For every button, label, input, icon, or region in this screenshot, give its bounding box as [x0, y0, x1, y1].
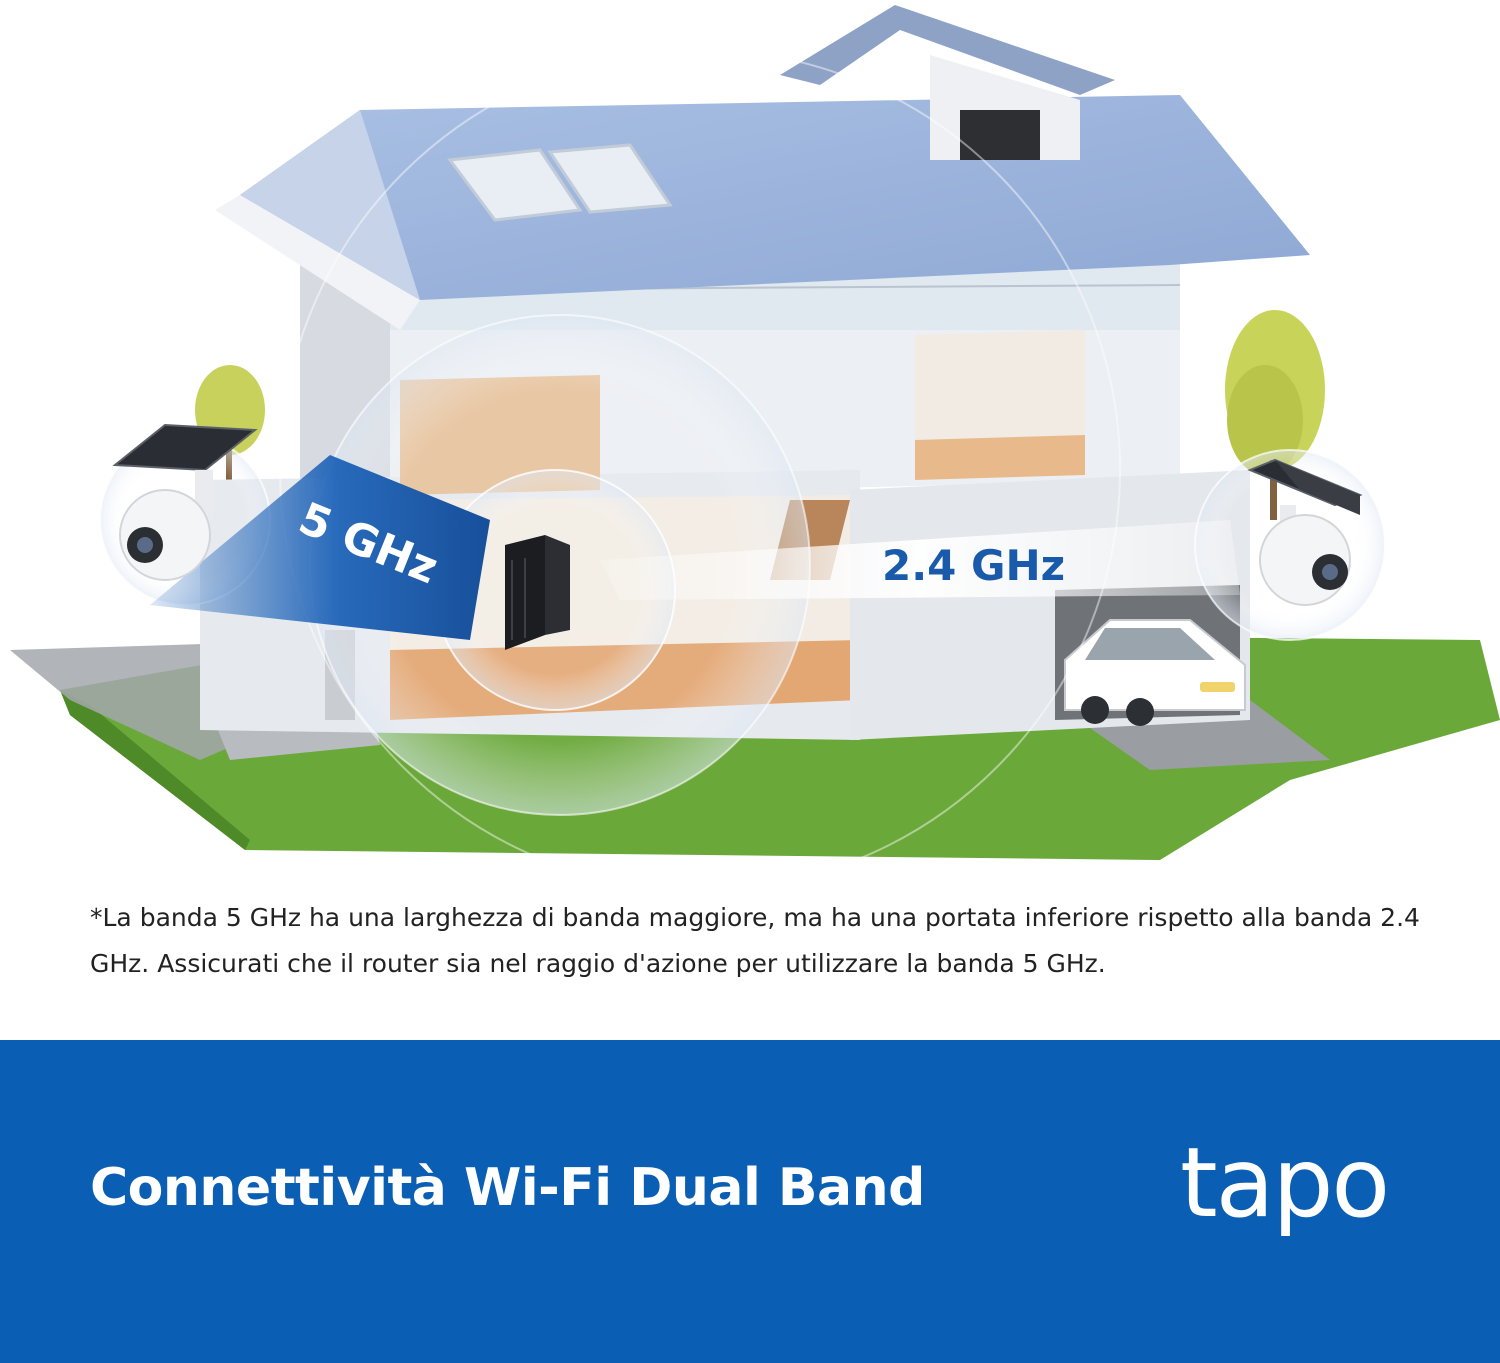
tapo-logo: tapo	[1180, 1127, 1390, 1239]
band-24ghz: 2.4 GHz	[600, 520, 1240, 600]
camera-right-icon	[1247, 458, 1363, 606]
router-icon	[505, 535, 570, 650]
house-illustration: 5 GHz 2.4 GHz	[10, 5, 1500, 860]
camera-left-icon	[112, 423, 258, 581]
band-5ghz: 5 GHz	[150, 455, 490, 640]
roof	[215, 5, 1310, 330]
footer-banner	[0, 1040, 1500, 1363]
car	[1064, 619, 1246, 726]
footer-title: Connettività Wi-Fi Dual Band	[90, 1158, 925, 1218]
footnote: *La banda 5 GHz ha una larghezza di band…	[90, 903, 1420, 978]
band-24ghz-label: 2.4 GHz	[882, 541, 1065, 590]
